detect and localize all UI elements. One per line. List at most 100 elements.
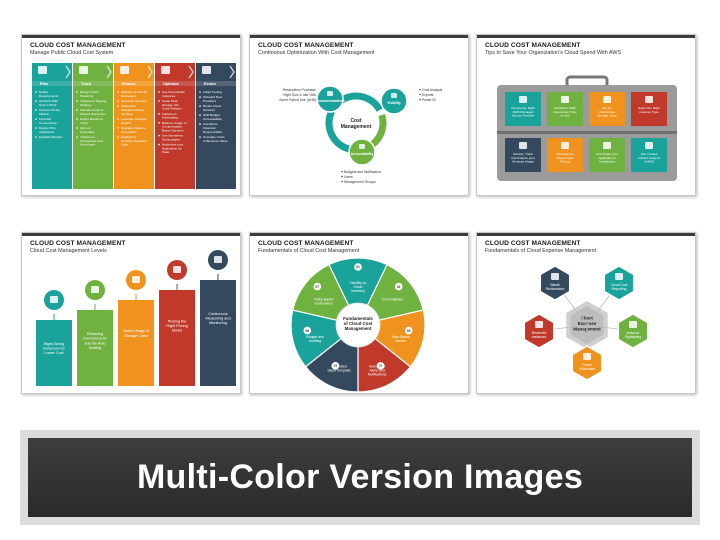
column-label-bar	[73, 81, 113, 86]
tip-text-line: Instance Type	[639, 110, 658, 114]
slide-top-strip	[22, 233, 240, 236]
column-label: Track	[81, 82, 92, 86]
level-icon	[173, 266, 181, 273]
column-label: Plan	[40, 82, 49, 86]
level-text-line: Match Usage to	[123, 329, 150, 333]
column-bullet-line: Compensation	[162, 125, 182, 129]
bottom-note: Users	[344, 175, 353, 179]
level-text-line: Storage Class	[124, 334, 148, 338]
slide-title: CLOUD COST MANAGEMENT	[485, 42, 581, 49]
segment-label-line: Alerts and	[369, 369, 384, 373]
slide-thumbnail-5[interactable]: CLOUD COST MANAGEMENT Fundamentals of Cl…	[249, 232, 469, 394]
bullet-dot	[158, 100, 160, 102]
item-label-line: Power	[582, 363, 592, 367]
tip-text-line: In Use	[561, 114, 570, 118]
expense-hexagon-diagram: CloudExpenseManagementWasteReclamationCl…	[523, 265, 649, 381]
column-bullet-line: Modernize your	[162, 143, 183, 147]
item-hexagon	[603, 265, 635, 301]
tip-text-line: Shutdown AWS	[554, 106, 575, 110]
item-icon	[615, 273, 623, 280]
column-bullet: Adopt Tooling	[203, 90, 222, 94]
slide-thumbnail-3[interactable]: CLOUD COST MANAGEMENT Tips to Save Your …	[476, 34, 696, 196]
segment-label-line: Notifications	[368, 373, 387, 377]
column-bullet-line: Incentivize	[203, 122, 218, 126]
right-note: Exports	[422, 93, 434, 97]
column-bullet-line: Anomalies	[80, 130, 95, 134]
level-icon	[91, 286, 99, 293]
segment-label-line: Automated	[369, 365, 386, 369]
bullet-dot	[35, 136, 37, 138]
slide-thumbnail-2[interactable]: CLOUD COST MANAGEMENT Continuous Optimiz…	[249, 34, 469, 196]
column-bullet-line: Providers	[203, 99, 217, 103]
column-bullet-line: Shared Resources	[80, 112, 106, 116]
column-bullet-line: Strategy	[80, 103, 92, 107]
cycle-center	[338, 105, 374, 141]
bullet-dot	[199, 123, 201, 125]
column-bullet-line: Financial	[203, 126, 216, 130]
tip-icon	[603, 142, 611, 149]
chevron-right-icon	[65, 65, 71, 79]
slide-thumbnail-1[interactable]: CLOUD COST MANAGEMENT Manage Public Clou…	[21, 34, 241, 196]
level-text-line: Environments	[83, 337, 106, 341]
slide-top-strip	[477, 233, 695, 236]
column-bullet-line: Implement	[80, 135, 95, 139]
item-label-line: Cloud Cost	[611, 283, 628, 287]
bullet-dot	[35, 127, 37, 129]
column-bullet-line: Dispose of Unused	[121, 90, 147, 94]
slide-thumbnail-6[interactable]: CLOUD COST MANAGEMENT Fundamentals of Cl…	[476, 232, 696, 394]
tip-text-line: Consider the	[556, 152, 574, 156]
cycle-node-label: Recommendations	[315, 99, 345, 103]
item-icon	[551, 273, 559, 280]
left-note: Right Size & Idle VMs	[283, 93, 316, 97]
cycle-node-label-line: Recommendations	[315, 99, 345, 103]
bullet-dot	[341, 180, 343, 183]
slide-top-strip	[250, 233, 468, 236]
column-bullet-line: Application for	[162, 146, 182, 150]
cycle-arrow-segment	[325, 109, 351, 153]
bullet-dot	[158, 91, 160, 93]
level-icon	[214, 256, 222, 263]
column-label-bar	[32, 81, 72, 86]
column-bullet-line: Accountability	[203, 117, 223, 121]
tip-text-line: Monitor, Track	[513, 152, 533, 156]
bullet-dot	[199, 91, 201, 93]
column-body	[32, 86, 72, 189]
tip-icon	[603, 96, 611, 103]
column-bullet-line: Requirements	[39, 94, 59, 98]
slide-thumbnail-4[interactable]: CLOUD COST MANAGEMENT Cloud Cost Managem…	[21, 232, 241, 394]
bullet-dot	[117, 91, 119, 93]
column-bullet-line: to Business Value	[203, 139, 228, 143]
segment-number-badge	[376, 362, 385, 370]
bullet-dot	[419, 88, 421, 91]
column-label: Evolve	[204, 82, 216, 86]
tip-text-line: Use Trusted	[641, 152, 658, 156]
item-hexagon	[571, 345, 603, 381]
slide-subtitle: Fundamentals of Cloud Expense Management	[485, 248, 597, 254]
segment-label-line: Visibility on	[350, 281, 367, 285]
column-bullet-line: Models	[39, 112, 49, 116]
level-text-line: Right Pricing	[166, 324, 188, 328]
column-bullet-line: Application	[39, 130, 54, 134]
column-bullet-line: Schedule Services	[121, 99, 147, 103]
bullet-dot	[76, 127, 78, 129]
segment-number-badge	[331, 362, 340, 370]
